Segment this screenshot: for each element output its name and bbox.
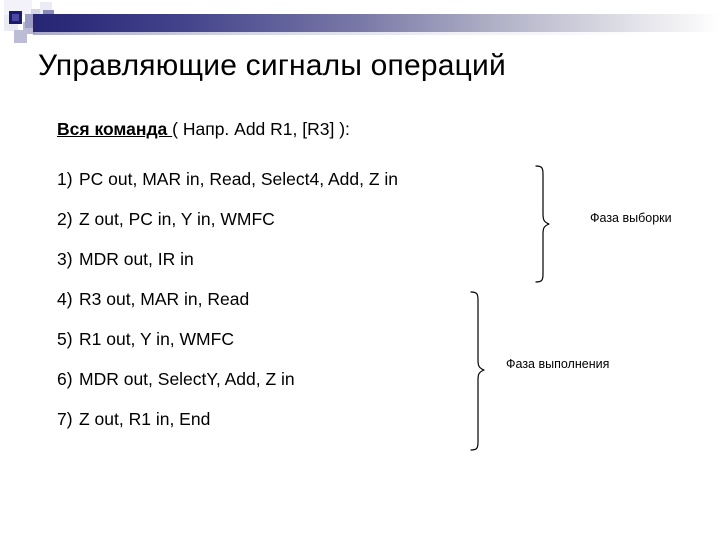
square-mid-3: [14, 30, 27, 43]
step-line: 7) Z out, R1 in, End: [57, 408, 697, 430]
step-text: Z out, R1 in, End: [79, 409, 211, 429]
step-text: Z out, PC in, Y in, WMFC: [79, 209, 275, 229]
step-text: PC out, MAR in, Read, Select4, Add, Z in: [79, 169, 399, 189]
step-text: R1 out, Y in, WMFC: [79, 329, 234, 349]
step-number: 5): [57, 329, 73, 349]
step-line: 5) R1 out, Y in, WMFC: [57, 328, 697, 350]
fetch-phase-label: Фаза выборки: [590, 211, 672, 225]
step-line: 3) MDR out, IR in: [57, 248, 697, 270]
lead-rest-text: ( Напр. Add R1, [R3] ):: [172, 119, 350, 139]
step-number: 3): [57, 249, 73, 269]
step-line: 2) Z out, PC in, Y in, WMFC: [57, 208, 697, 230]
step-number: 6): [57, 369, 73, 389]
decorative-header: [0, 0, 720, 48]
step-line: 6) MDR out, SelectY, Add, Z in: [57, 368, 697, 390]
step-number: 7): [57, 409, 73, 429]
execute-phase-group: Фаза выполнения: [462, 288, 718, 458]
step-line: 1) PC out, MAR in, Read, Select4, Add, Z …: [57, 168, 697, 190]
curly-brace-icon: [470, 291, 485, 451]
page-title: Управляющие сигналы операций: [38, 49, 506, 82]
curly-brace-icon: [535, 165, 550, 283]
fetch-phase-group: Фаза выборки: [528, 162, 718, 286]
lead-line: Вся команда ( Напр. Add R1, [R3] ):: [57, 118, 697, 140]
execute-phase-label: Фаза выполнения: [506, 357, 610, 371]
step-text: R3 out, MAR in, Read: [79, 289, 250, 309]
header-gradient-shadow: [33, 32, 720, 35]
header-gradient-bar: [33, 14, 720, 32]
step-line: 4) R3 out, MAR in, Read: [57, 288, 697, 310]
step-number: 2): [57, 209, 73, 229]
square-navy-small-inner: [12, 14, 19, 21]
step-number: 1): [57, 169, 73, 189]
step-text: MDR out, IR in: [79, 249, 194, 269]
slide-body: Вся команда ( Напр. Add R1, [R3] ): 1) PC…: [57, 118, 697, 448]
step-text: MDR out, SelectY, Add, Z in: [79, 369, 295, 389]
step-number: 4): [57, 289, 73, 309]
lead-strong-text: Вся команда: [57, 119, 173, 139]
